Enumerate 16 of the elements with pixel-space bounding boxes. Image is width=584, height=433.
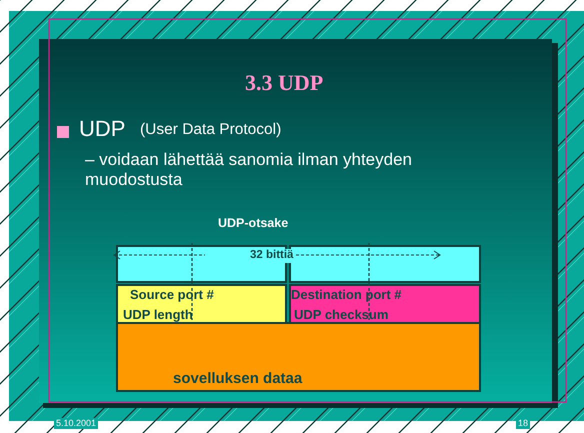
field-label: UDP length: [123, 307, 193, 322]
field-label: sovelluksen dataa: [173, 370, 302, 387]
page-number: 18: [516, 418, 530, 429]
field-box: [116, 284, 287, 324]
field-label: Source port #: [130, 287, 214, 302]
field-label: UDP checksum: [294, 307, 388, 322]
field-box: [116, 322, 481, 392]
bullet-heading: UDP: [79, 116, 126, 142]
dimension-label: 32 bittiä: [248, 249, 296, 263]
slide-title: 3.3 UDP: [245, 70, 324, 96]
field-box: [289, 284, 481, 324]
bullet-text: – voidaan lähettää sanomia ilman yhteyden muodostusta: [85, 150, 413, 191]
bullet-subheading: (User Data Protocol): [140, 121, 282, 140]
footer-date: 5.10.2001: [54, 418, 98, 429]
field-label: Destination port #: [291, 287, 402, 302]
diagram-caption: UDP-otsake: [218, 216, 288, 231]
